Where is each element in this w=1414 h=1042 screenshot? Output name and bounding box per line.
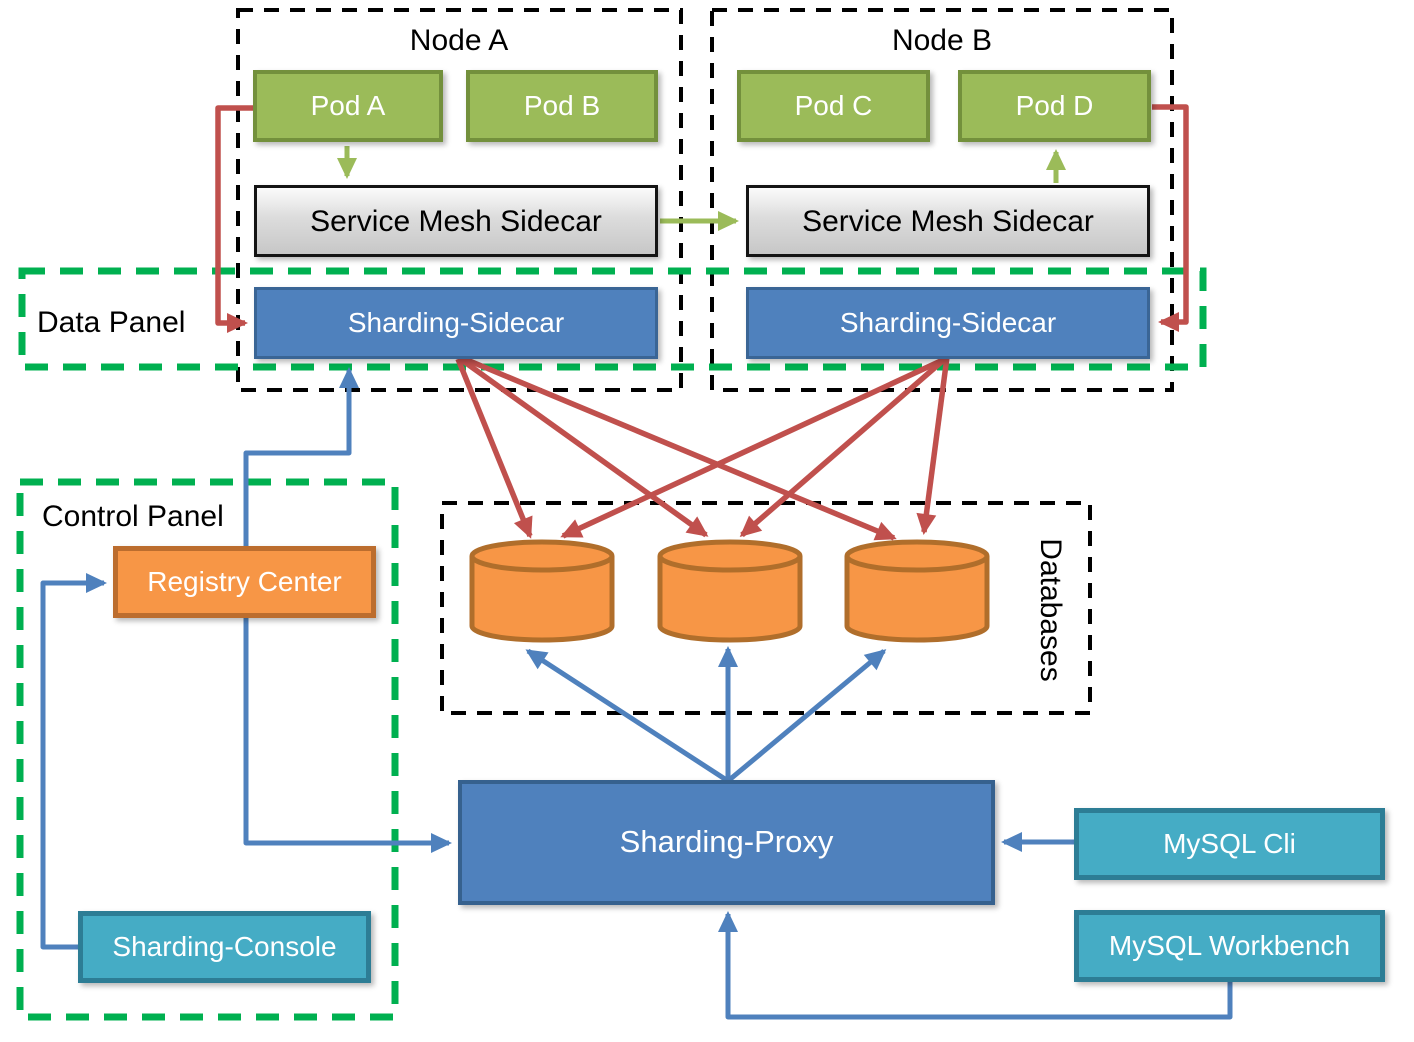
databases-dashed-box xyxy=(440,501,1092,715)
control-panel-label: Control Panel xyxy=(42,500,224,533)
pod-a-box: Pod A xyxy=(253,70,443,142)
arrow-proxy-to-db1 xyxy=(525,648,730,784)
database-cylinder-3 xyxy=(844,539,990,643)
arrow-registry-to-proxy xyxy=(243,618,452,853)
arrow-sidecarb-to-db1 xyxy=(560,356,947,539)
pod-c-box: Pod C xyxy=(737,70,930,142)
data-panel-label: Data Panel xyxy=(37,306,186,339)
pod-b-box: Pod B xyxy=(466,70,658,142)
sharding-sidecar-a-box: Sharding-Sidecar xyxy=(254,287,658,359)
arrow-sidecara-to-db2 xyxy=(457,355,709,538)
node-a-dashed-box xyxy=(236,8,683,392)
pod-d-box: Pod D xyxy=(958,70,1151,142)
sharding-sidecar-b-box: Sharding-Sidecar xyxy=(746,287,1150,359)
node-a-title: Node A xyxy=(409,24,509,57)
arrow-poda-to-sidecara xyxy=(215,105,253,333)
registry-center-box: Registry Center xyxy=(113,546,376,618)
databases-label: Databases xyxy=(1034,538,1067,682)
service-mesh-sidecar-b-box: Service Mesh Sidecar xyxy=(746,185,1150,257)
service-mesh-sidecar-a-box: Service Mesh Sidecar xyxy=(254,185,658,257)
arrow-console-to-registry xyxy=(40,573,107,950)
arrow-sidecara-to-db1 xyxy=(455,357,533,539)
arrow-sidecarb-to-db3 xyxy=(916,356,950,535)
sharding-proxy-box: Sharding-Proxy xyxy=(458,780,995,905)
database-cylinder-1 xyxy=(469,539,615,643)
arrow-sidecarb-to-db2 xyxy=(739,355,948,538)
node-b-title: Node B xyxy=(891,24,993,57)
arrow-workbench-to-proxy xyxy=(718,911,1233,1020)
database-cylinder-2 xyxy=(657,539,803,643)
sharding-console-box: Sharding-Console xyxy=(78,911,371,983)
arrow-proxy-to-db3 xyxy=(726,649,887,783)
data-panel-dashed-box xyxy=(18,267,1207,371)
arrow-registry-to-sidecara xyxy=(243,367,359,546)
mysql-workbench-box: MySQL Workbench xyxy=(1074,910,1385,982)
arrow-sidecara-to-db3 xyxy=(458,354,897,541)
arrow-podd-to-sidecarb xyxy=(1152,104,1189,332)
mysql-cli-box: MySQL Cli xyxy=(1074,808,1385,880)
